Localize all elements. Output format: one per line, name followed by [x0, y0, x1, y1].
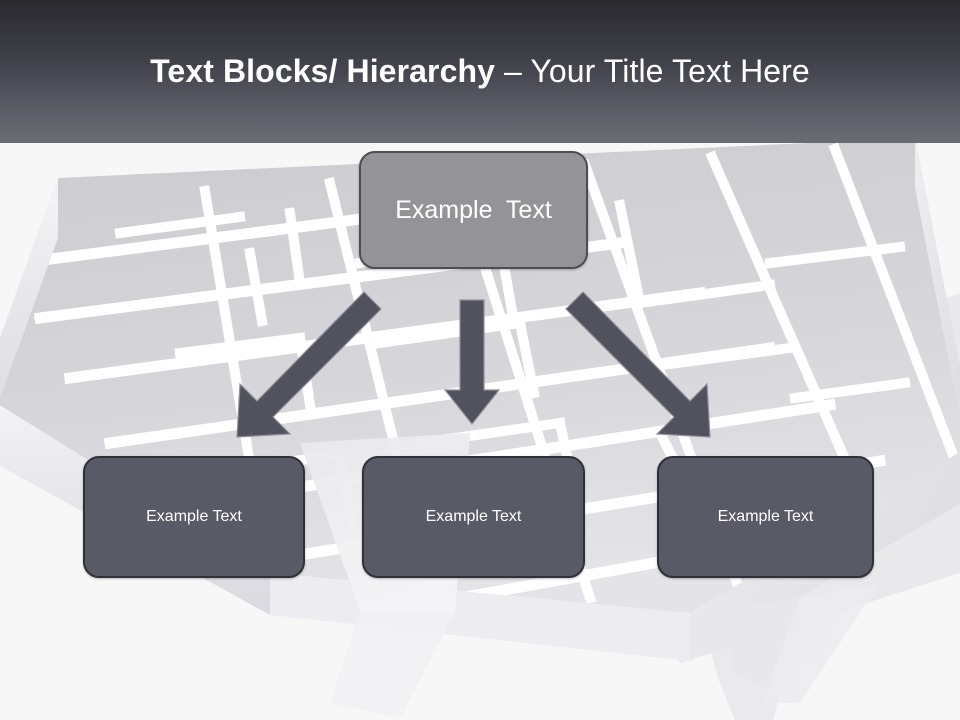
- maze-right-wall-face: [915, 143, 960, 419]
- node-box-child-2-label: Example Text: [425, 508, 522, 525]
- node-box-root-label: Example Text: [395, 195, 552, 224]
- node-box-child-2[interactable]: Example Text: [362, 456, 585, 578]
- page-title: Text Blocks/ Hierarchy – Your Title Text…: [0, 50, 960, 92]
- page-title-bold: Text Blocks/ Hierarchy: [150, 53, 505, 89]
- node-box-child-1-label: Example Text: [146, 508, 242, 525]
- node-box-child-1[interactable]: Example Text: [83, 456, 305, 578]
- slide-title-bar: Text Blocks/ Hierarchy – Your Title Text…: [0, 0, 960, 143]
- node-box-child-3[interactable]: Example Text: [657, 456, 874, 578]
- node-box-child-3-label: Example Text: [717, 508, 814, 525]
- maze-foreground-wedge-2: [762, 583, 880, 703]
- page-title-regular: – Your Title Text Here: [504, 53, 810, 89]
- node-box-root[interactable]: Example Text: [359, 151, 588, 269]
- maze-left-wall-face: [0, 178, 58, 398]
